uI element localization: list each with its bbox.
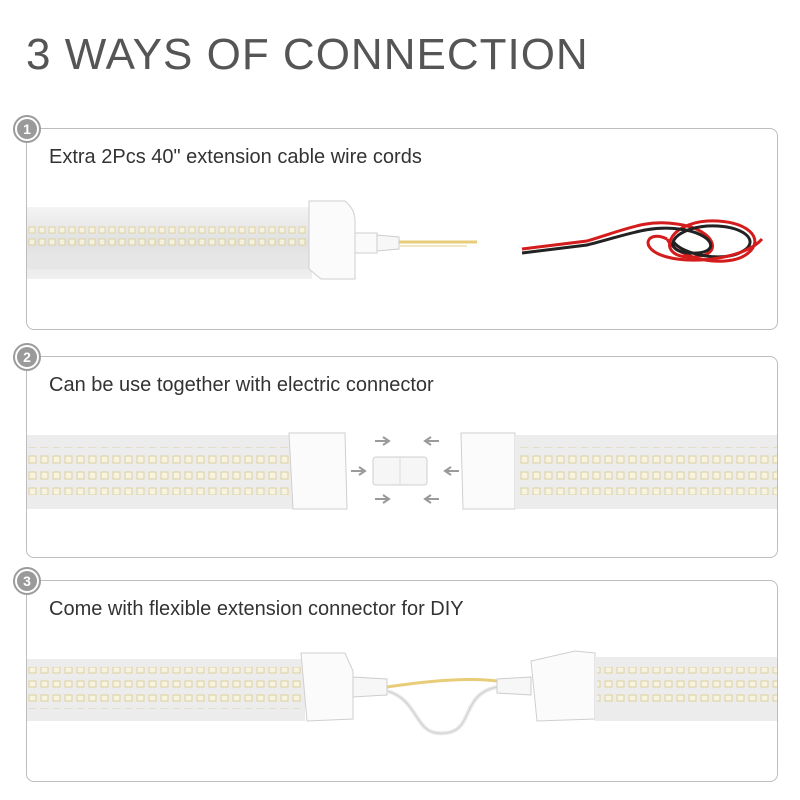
led-tube-with-cable-illustration <box>27 200 764 280</box>
red-black-wire-bundle <box>521 219 764 263</box>
panel-caption: Come with flexible extension connector f… <box>49 598 464 620</box>
panel-caption: Extra 2Pcs 40" extension cable wire cord… <box>49 146 422 168</box>
cable-plug <box>376 234 477 252</box>
panel-electric-connector: 2 Can be use together with electric conn… <box>13 343 778 558</box>
two-tubes-with-connector-illustration <box>27 432 777 510</box>
tubes-with-flexible-connector-illustration <box>27 650 777 736</box>
arrows-toward-center <box>351 436 459 504</box>
electric-connector <box>372 456 428 486</box>
end-cap <box>308 200 378 280</box>
flexible-extension-wire <box>386 677 498 736</box>
left-led-tube <box>27 432 348 510</box>
panel-caption: Can be use together with electric connec… <box>49 374 434 396</box>
panel-flexible-connector: 3 Come with flexible extension connector… <box>13 567 778 782</box>
right-led-tube <box>496 650 777 722</box>
led-tube <box>27 207 312 279</box>
right-led-tube <box>460 432 777 510</box>
panel-extension-cable: 1 Extra 2Pcs 40" extension cable wire co… <box>13 115 778 330</box>
step-badge: 1 <box>13 115 41 143</box>
page-title: 3 WAYS OF CONNECTION <box>26 30 589 79</box>
step-badge: 3 <box>13 567 41 595</box>
step-badge: 2 <box>13 343 41 371</box>
left-led-tube <box>27 652 388 722</box>
